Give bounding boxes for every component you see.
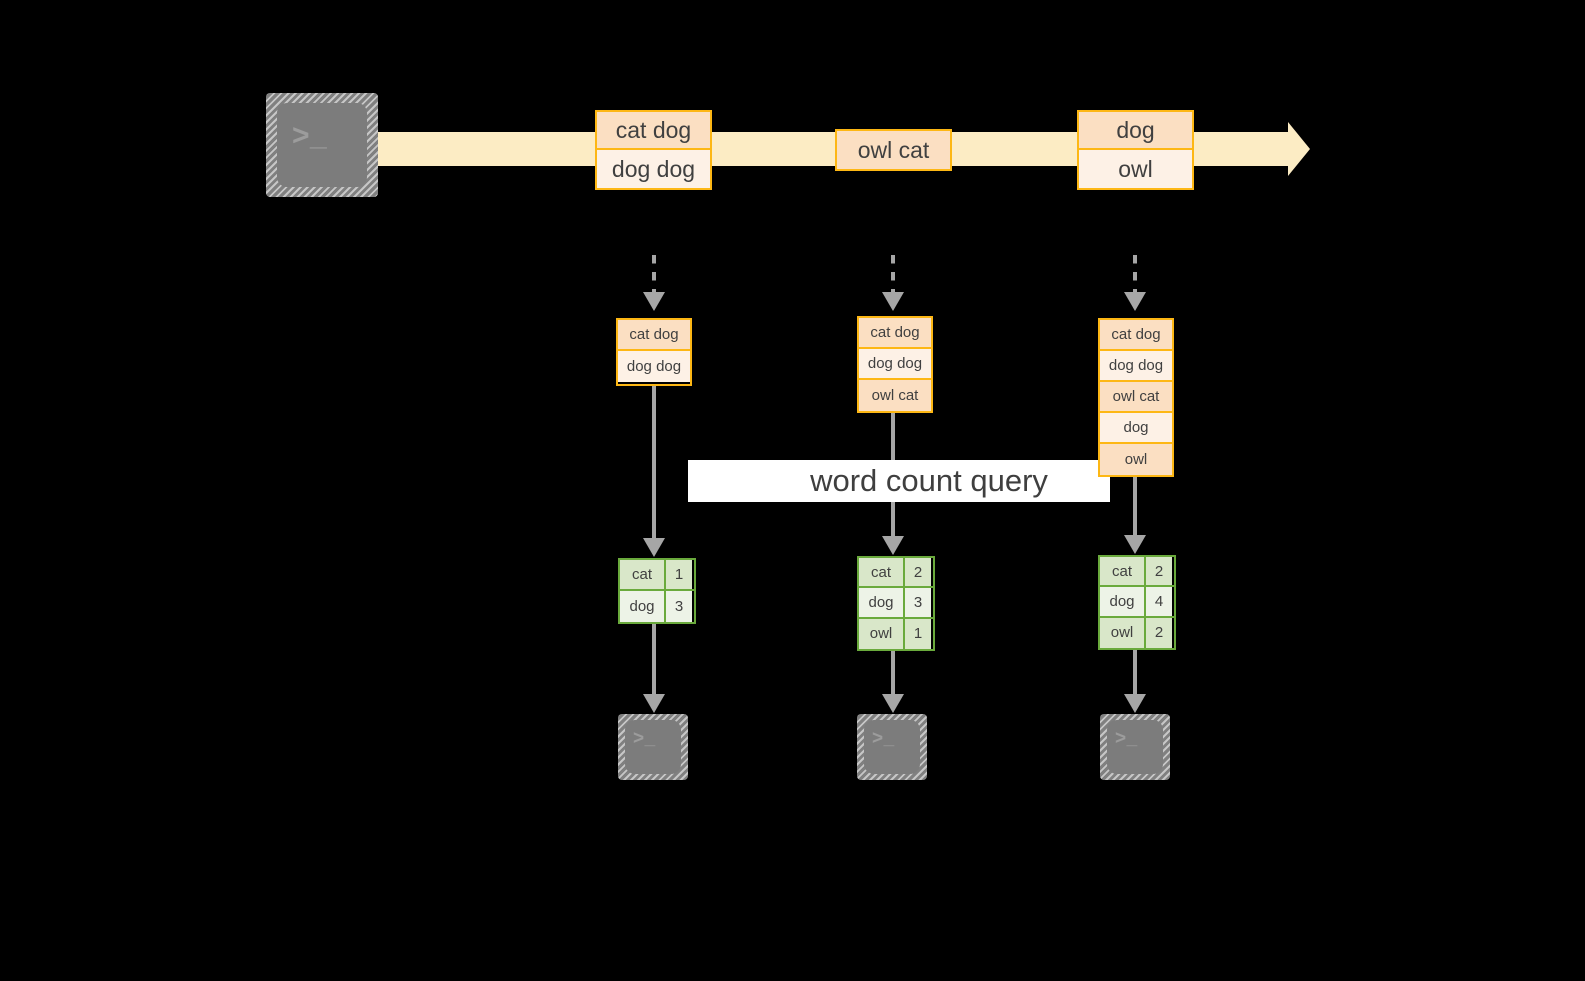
snapshot-2-sink-arrowhead [882, 694, 904, 713]
snapshot-3-input-line-1: cat dog [1100, 320, 1172, 351]
snapshot-2-feed-arrowhead [882, 292, 904, 311]
snapshot-3-sink-terminal-icon[interactable]: >_ [1100, 714, 1170, 780]
snapshot-2-input-line-2: dog dog [859, 349, 931, 380]
result-word: cat [620, 560, 666, 589]
result-count: 4 [1146, 587, 1172, 616]
table-row: cat 1 [620, 560, 694, 591]
table-row: dog 3 [859, 588, 933, 619]
stream-event-1[interactable]: cat dog dog dog [595, 110, 712, 190]
snapshot-1-sink-arrowhead [643, 694, 665, 713]
snapshot-3-input-line-4: dog [1100, 413, 1172, 444]
snapshot-3-query-line [1133, 477, 1137, 539]
snapshot-1-query-line [652, 386, 656, 541]
result-word: dog [620, 591, 666, 622]
terminal-prompt-glyph: >_ [1115, 728, 1138, 749]
terminal-prompt-glyph: >_ [633, 728, 656, 749]
snapshot-1-query-arrowhead [643, 538, 665, 557]
result-count: 3 [666, 591, 692, 622]
snapshot-1-feed-line [652, 255, 656, 295]
snapshot-1-feed-arrowhead [643, 292, 665, 311]
result-word: owl [1100, 617, 1146, 648]
stream-event-1-line-2: dog dog [597, 150, 710, 188]
stream-event-3[interactable]: dog owl [1077, 110, 1194, 190]
snapshot-2-input-line-1: cat dog [859, 318, 931, 349]
stream-event-1-line-1: cat dog [597, 112, 710, 150]
snapshot-2-sink-line [891, 651, 895, 696]
snapshot-3-input-line-5: owl [1100, 444, 1172, 475]
source-terminal-icon[interactable]: >_ [266, 93, 378, 197]
snapshot-3-feed-arrowhead [1124, 292, 1146, 311]
snapshot-2-query-arrowhead [882, 536, 904, 555]
stream-event-3-line-2: owl [1079, 150, 1192, 188]
snapshot-3-query-arrowhead [1124, 535, 1146, 554]
result-count: 1 [905, 618, 931, 649]
result-count: 1 [666, 560, 692, 589]
stream-event-3-line-1: dog [1079, 112, 1192, 150]
snapshot-3-feed-line [1133, 255, 1137, 295]
snapshot-3-sink-line [1133, 650, 1137, 696]
terminal-screen [277, 103, 367, 187]
snapshot-2-input-box[interactable]: cat dog dog dog owl cat [857, 316, 933, 413]
result-count: 3 [905, 588, 931, 617]
snapshot-1-input-box[interactable]: cat dog dog dog [616, 318, 692, 386]
result-word: dog [1100, 587, 1146, 616]
snapshot-1-input-line-1: cat dog [618, 320, 690, 351]
stream-event-2-line-1: owl cat [837, 131, 950, 169]
result-word: owl [859, 618, 905, 649]
stream-arrow-head [1288, 122, 1310, 176]
result-count: 2 [905, 558, 931, 587]
snapshot-3-sink-arrowhead [1124, 694, 1146, 713]
table-row: owl 1 [859, 618, 933, 649]
snapshot-1-sink-line [652, 624, 656, 696]
snapshot-2-input-line-3: owl cat [859, 380, 931, 411]
result-count: 2 [1146, 617, 1172, 648]
terminal-screen [864, 720, 920, 774]
table-row: cat 2 [859, 558, 933, 589]
table-row: dog 3 [620, 591, 694, 622]
snapshot-1-sink-terminal-icon[interactable]: >_ [618, 714, 688, 780]
snapshot-3-input-line-3: owl cat [1100, 382, 1172, 413]
stream-event-2[interactable]: owl cat [835, 129, 952, 171]
result-word: cat [1100, 557, 1146, 586]
table-row: dog 4 [1100, 587, 1174, 618]
snapshot-2-sink-terminal-icon[interactable]: >_ [857, 714, 927, 780]
snapshot-1-result-table[interactable]: cat 1 dog 3 [618, 558, 696, 624]
snapshot-1-input-line-2: dog dog [618, 351, 690, 382]
snapshot-2-result-table[interactable]: cat 2 dog 3 owl 1 [857, 556, 935, 651]
result-count: 2 [1146, 557, 1172, 586]
table-row: cat 2 [1100, 557, 1174, 588]
snapshot-3-input-box[interactable]: cat dog dog dog owl cat dog owl [1098, 318, 1174, 477]
result-word: cat [859, 558, 905, 587]
query-label: word count query [688, 460, 1110, 502]
terminal-screen [625, 720, 681, 774]
terminal-screen [1107, 720, 1163, 774]
query-label-text: word count query [810, 463, 1048, 498]
terminal-prompt-glyph: >_ [872, 728, 895, 749]
snapshot-3-result-table[interactable]: cat 2 dog 4 owl 2 [1098, 555, 1176, 650]
snapshot-3-input-line-2: dog dog [1100, 351, 1172, 382]
result-word: dog [859, 588, 905, 617]
table-row: owl 2 [1100, 617, 1174, 648]
terminal-prompt-glyph: >_ [292, 119, 328, 152]
snapshot-2-feed-line [891, 255, 895, 295]
